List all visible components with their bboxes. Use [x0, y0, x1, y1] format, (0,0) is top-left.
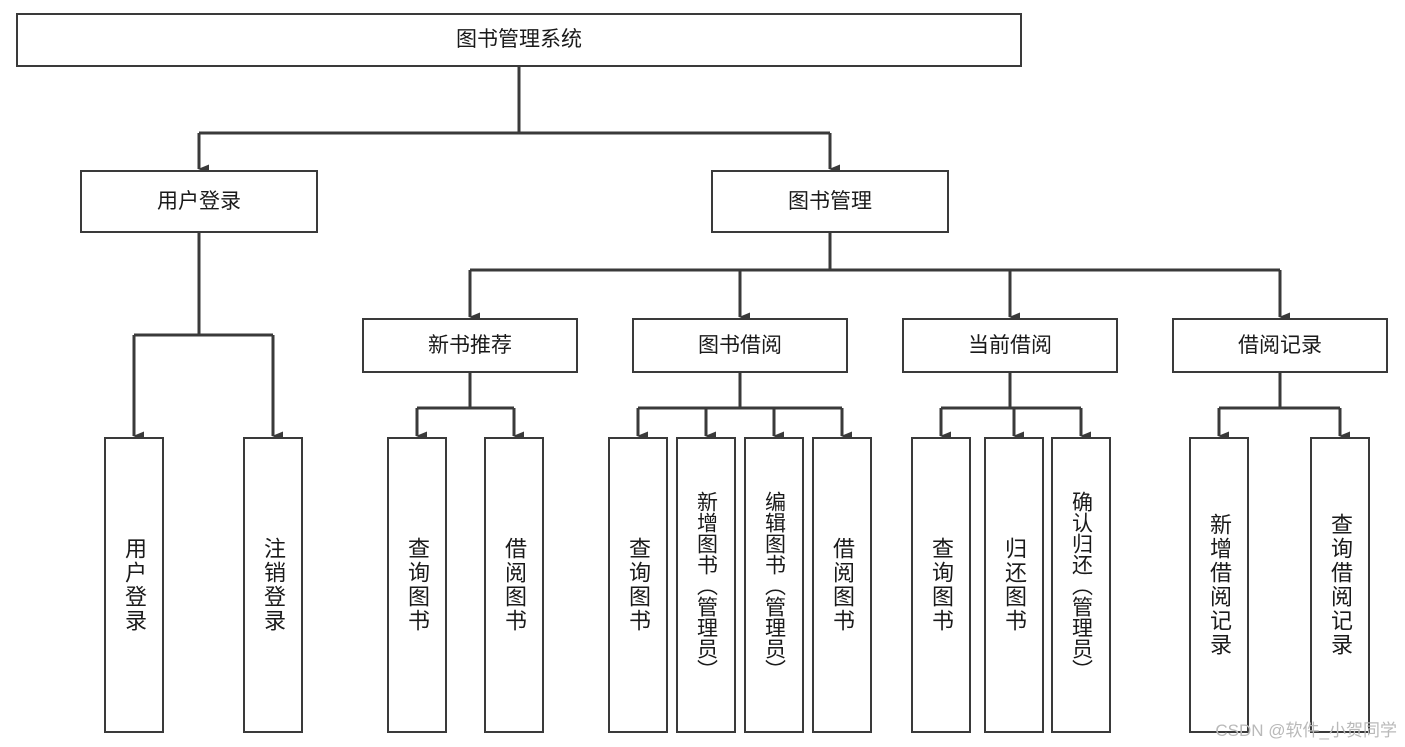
node-label: 查询借阅记录 — [1328, 513, 1353, 657]
node-leaf-edit-book[interactable]: 编辑图书（管理员） — [744, 437, 804, 733]
node-label: 用户登录 — [122, 537, 147, 633]
node-label: 借阅图书 — [502, 537, 527, 633]
node-leaf-return-book[interactable]: 归还图书 — [984, 437, 1044, 733]
node-label: 用户登录 — [157, 189, 241, 213]
node-borrow-record[interactable]: 借阅记录 — [1172, 318, 1388, 373]
node-leaf-borrow-book-1[interactable]: 借阅图书 — [484, 437, 544, 733]
node-label: 新增借阅记录 — [1207, 513, 1232, 657]
node-label: 新书推荐 — [428, 333, 512, 357]
node-user-login[interactable]: 用户登录 — [80, 170, 318, 233]
node-label: 编辑图书（管理员） — [762, 490, 786, 680]
node-leaf-query-book-3[interactable]: 查询图书 — [911, 437, 971, 733]
node-book-borrow[interactable]: 图书借阅 — [632, 318, 848, 373]
node-label: 借阅记录 — [1238, 333, 1322, 357]
node-label: 注销登录 — [261, 537, 286, 633]
node-label: 查询图书 — [405, 537, 430, 633]
node-new-book-recommend[interactable]: 新书推荐 — [362, 318, 578, 373]
node-leaf-user-login[interactable]: 用户登录 — [104, 437, 164, 733]
node-label: 新增图书（管理员） — [694, 490, 718, 680]
node-label: 查询图书 — [626, 537, 651, 633]
node-leaf-query-book-1[interactable]: 查询图书 — [387, 437, 447, 733]
node-root[interactable]: 图书管理系统 — [16, 13, 1022, 67]
node-book-manage[interactable]: 图书管理 — [711, 170, 949, 233]
node-current-borrow[interactable]: 当前借阅 — [902, 318, 1118, 373]
node-leaf-borrow-book-2[interactable]: 借阅图书 — [812, 437, 872, 733]
node-leaf-logout[interactable]: 注销登录 — [243, 437, 303, 733]
node-label: 图书管理 — [788, 189, 872, 213]
node-label: 归还图书 — [1002, 537, 1027, 633]
node-label: 确认归还（管理员） — [1069, 490, 1093, 680]
node-leaf-add-book[interactable]: 新增图书（管理员） — [676, 437, 736, 733]
node-leaf-query-book-2[interactable]: 查询图书 — [608, 437, 668, 733]
node-leaf-add-record[interactable]: 新增借阅记录 — [1189, 437, 1249, 733]
node-label: 图书管理系统 — [456, 28, 582, 52]
node-leaf-query-record[interactable]: 查询借阅记录 — [1310, 437, 1370, 733]
node-label: 图书借阅 — [698, 333, 782, 357]
node-label: 当前借阅 — [968, 333, 1052, 357]
node-label: 查询图书 — [929, 537, 954, 633]
node-leaf-confirm-return[interactable]: 确认归还（管理员） — [1051, 437, 1111, 733]
node-label: 借阅图书 — [830, 537, 855, 633]
